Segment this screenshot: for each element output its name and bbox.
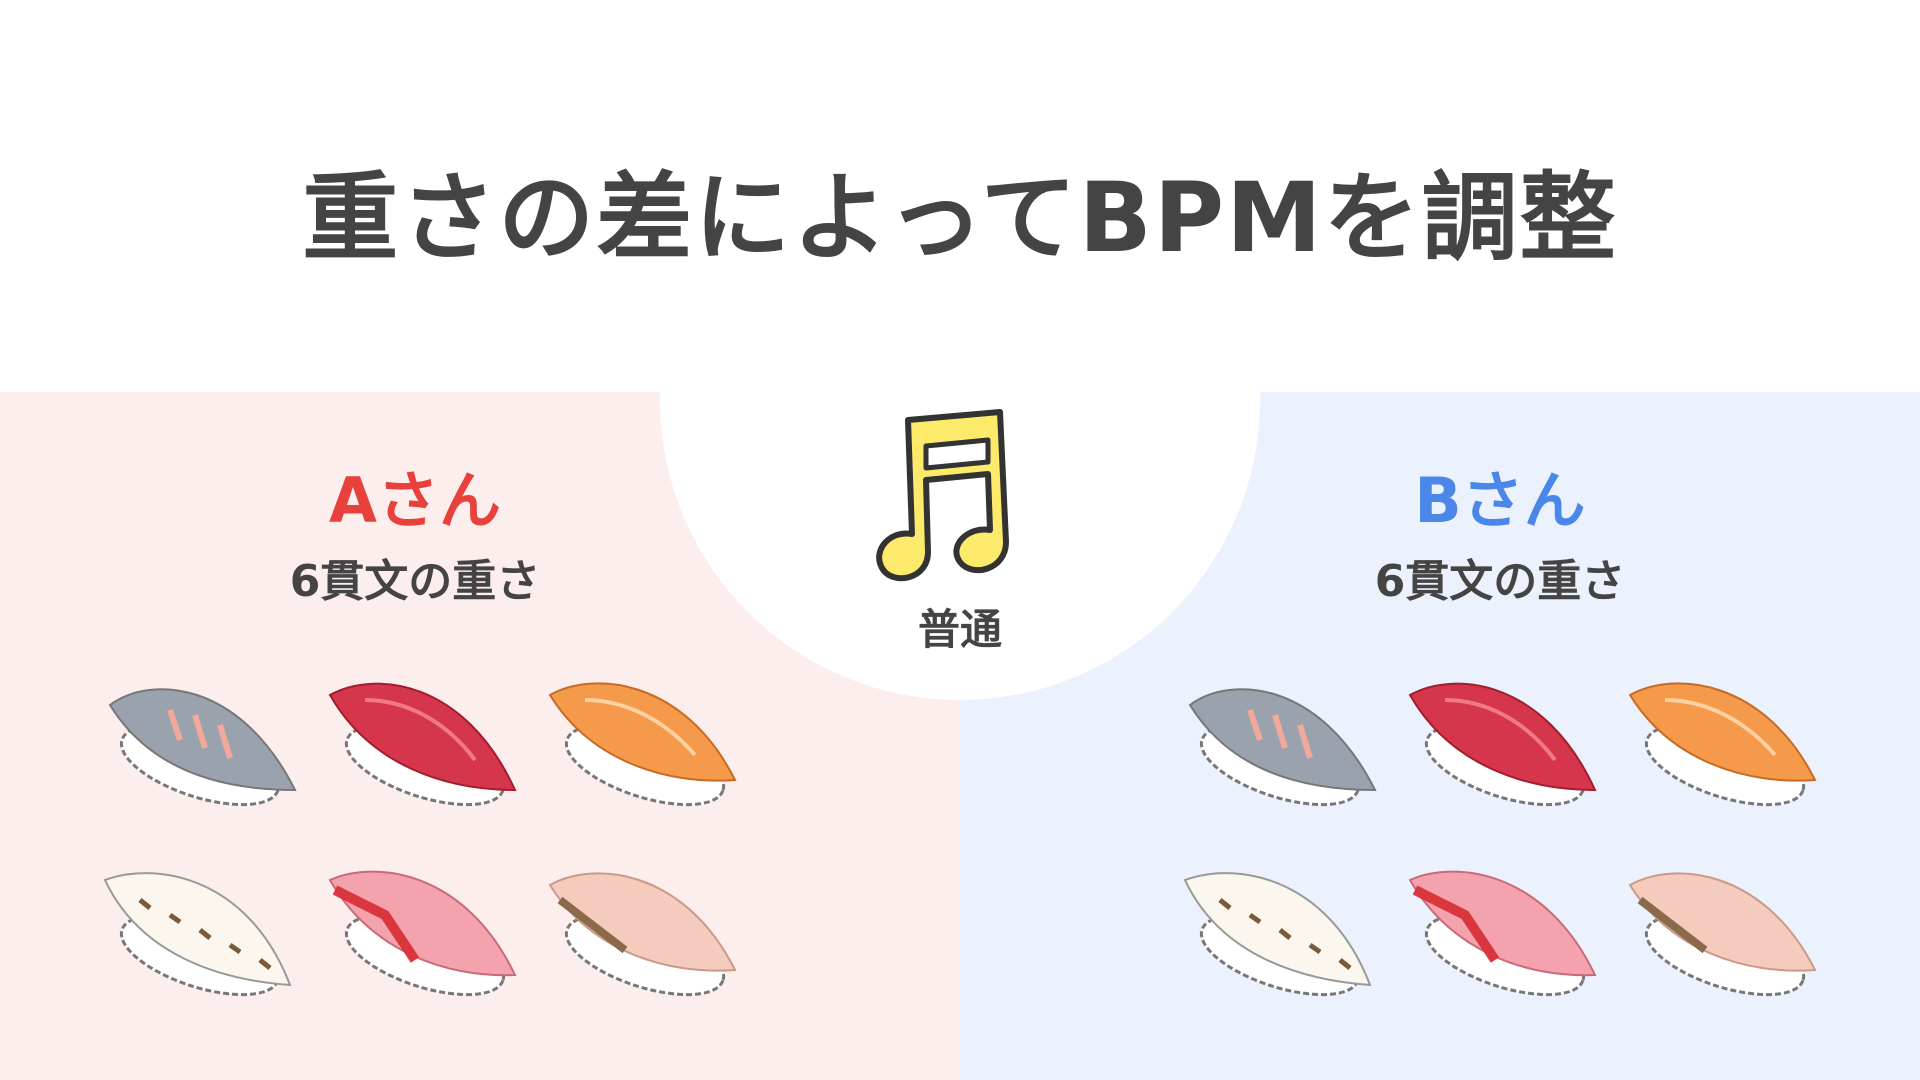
- buri-nigiri-icon: [545, 860, 745, 1000]
- person-b-subtitle: 6貫文の重さ: [1374, 556, 1626, 607]
- maguro-nigiri-icon: [1405, 670, 1605, 810]
- center-label: 普通: [917, 605, 1002, 654]
- toro-nigiri-icon: [325, 860, 525, 1000]
- person-b-name: Bさん: [1414, 464, 1586, 537]
- aji-nigiri-icon: [1180, 670, 1380, 810]
- buri-nigiri-icon: [1625, 860, 1825, 1000]
- maguro-nigiri-icon: [325, 670, 525, 810]
- ika-nigiri-icon: [1180, 860, 1380, 1000]
- ika-nigiri-icon: [100, 860, 300, 1000]
- person-a-subtitle: 6貫文の重さ: [289, 556, 541, 607]
- salmon-nigiri-icon: [1625, 670, 1825, 810]
- center-circle: [660, 100, 1260, 700]
- person-a-name: Aさん: [329, 464, 501, 537]
- music-note-icon: [868, 402, 1028, 582]
- slide-title: 重さの差によってBPMを調整: [302, 162, 1618, 274]
- toro-nigiri-icon: [1405, 860, 1605, 1000]
- salmon-nigiri-icon: [545, 670, 745, 810]
- aji-nigiri-icon: [100, 670, 300, 810]
